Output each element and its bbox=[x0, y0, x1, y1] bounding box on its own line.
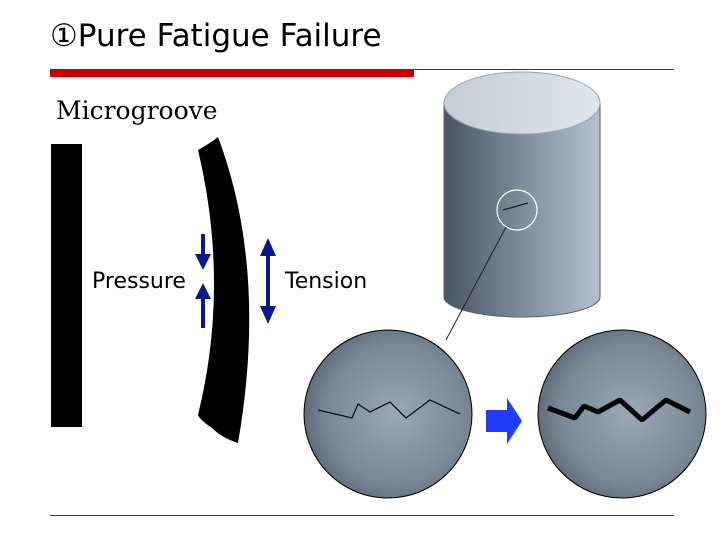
zoom-circle-grown bbox=[537, 329, 707, 499]
title-accent-bar bbox=[50, 69, 414, 77]
tension-arrow bbox=[260, 238, 276, 324]
microgroove-label: Microgroove bbox=[56, 96, 218, 125]
pressure-label: Pressure bbox=[92, 269, 186, 294]
zoom-circle-initial bbox=[303, 329, 473, 499]
cylinder bbox=[443, 71, 601, 318]
right-arrow-icon bbox=[486, 398, 522, 444]
fine-crack-line bbox=[317, 399, 461, 419]
tension-label: Tension bbox=[285, 269, 368, 294]
magnifier-circle bbox=[496, 189, 538, 231]
zoom-connector bbox=[445, 226, 507, 341]
slide-title: ①Pure Fatigue Failure bbox=[50, 18, 382, 54]
straight-wall bbox=[51, 144, 82, 427]
pressure-arrows bbox=[195, 234, 211, 328]
title-divider-line bbox=[414, 69, 674, 70]
grown-crack-line bbox=[547, 397, 692, 422]
footer-divider-line bbox=[50, 515, 674, 516]
curved-wall bbox=[198, 137, 250, 443]
